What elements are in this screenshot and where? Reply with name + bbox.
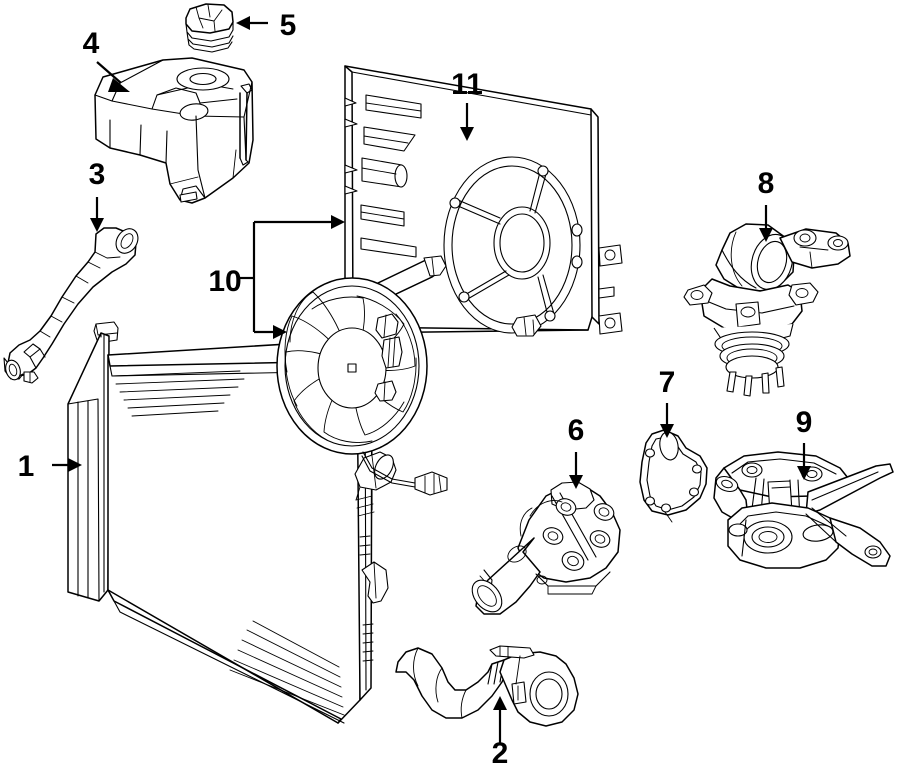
callout-number-3: 3: [89, 158, 106, 191]
part-water-pump-housing: [471, 481, 621, 615]
callout-leader-5: [236, 16, 268, 30]
part-engine-mount-bracket: [713, 451, 894, 569]
part-fan-shroud: [344, 65, 623, 337]
callout-number-11: 11: [451, 68, 483, 101]
callout-number-1: 1: [18, 450, 35, 483]
callout-leader-2: [493, 696, 507, 745]
callout-number-7: 7: [659, 366, 676, 399]
callout-number-10: 10: [208, 265, 241, 298]
callout-leader-1: [52, 458, 82, 472]
callout-leader-11: [460, 103, 474, 141]
part-upper-radiator-hose: [3, 227, 139, 384]
callout-number-4: 4: [83, 27, 100, 60]
part-cooling-fan: [276, 277, 448, 496]
part-reservoir-cap: [185, 3, 234, 53]
part-thermostat-housing: [683, 223, 851, 397]
callout-number-5: 5: [280, 9, 297, 42]
part-water-pump-gasket: [639, 429, 708, 523]
part-coolant-reservoir-tank: [94, 57, 254, 204]
part-lower-radiator-hose: [395, 645, 579, 727]
callout-leader-10: [240, 215, 345, 339]
callout-number-9: 9: [796, 406, 813, 439]
callout-number-6: 6: [568, 414, 585, 447]
callout-leader-4: [96, 61, 130, 92]
callout-leader-6: [569, 452, 583, 489]
callout-leader-8: [759, 205, 773, 242]
callout-leader-7: [660, 403, 674, 438]
callout-number-8: 8: [758, 167, 775, 200]
callout-leader-3: [90, 197, 104, 232]
callout-number-2: 2: [492, 737, 509, 770]
callout-leader-9: [797, 443, 811, 480]
